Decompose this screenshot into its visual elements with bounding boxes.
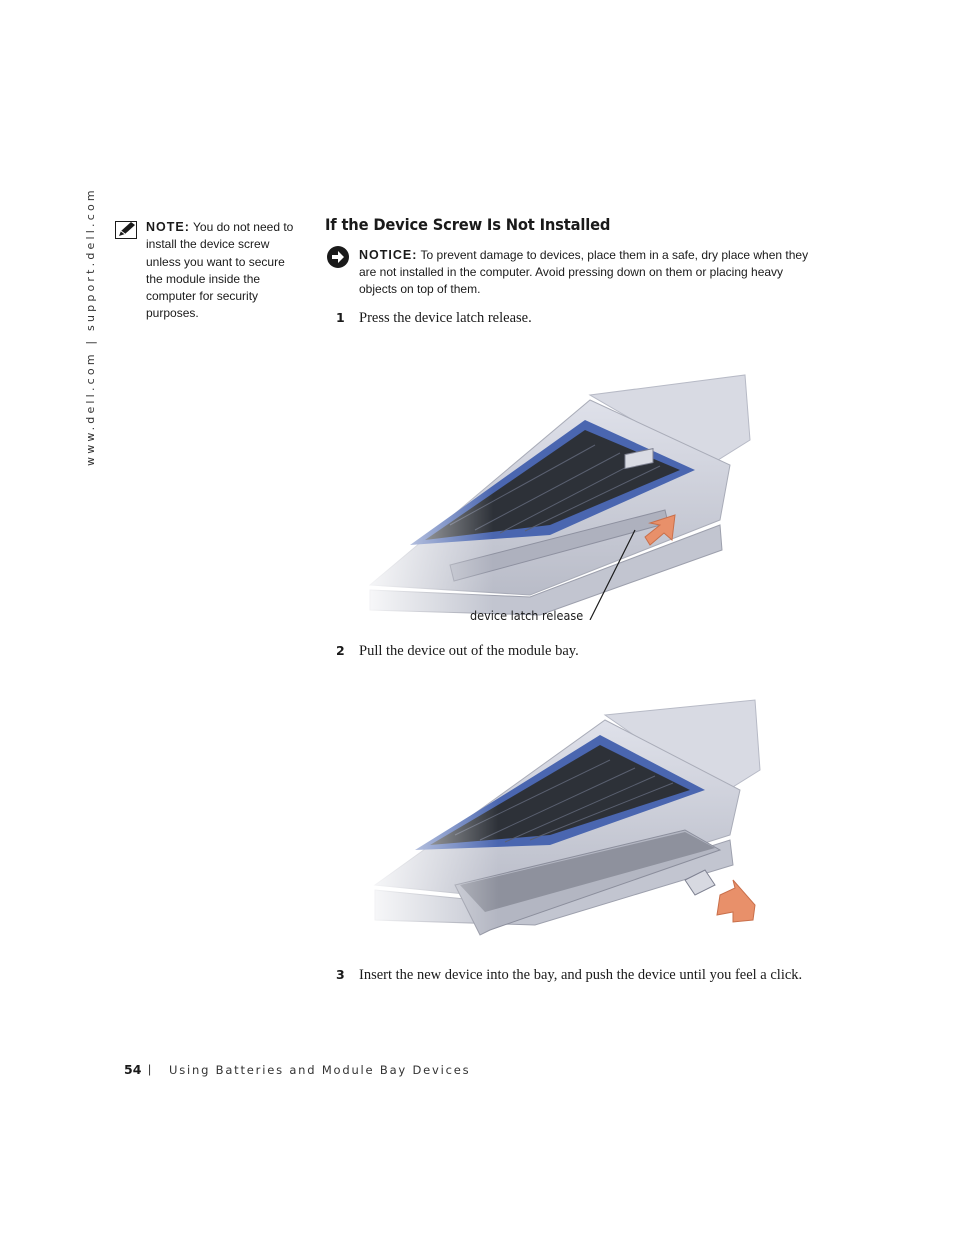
notice-body: To prevent damage to devices, place them… [359, 248, 809, 296]
step-text: Pull the device out of the module bay. [359, 643, 579, 659]
note-text-block: NOTE: You do not need to install the dev… [146, 219, 304, 323]
step-text: Press the device latch release. [359, 310, 532, 326]
page-number: 54 [124, 1062, 142, 1077]
footer-separator: | [148, 1062, 152, 1076]
step-text: Insert the new device into the bay, and … [359, 967, 803, 983]
step-number: 3 [336, 967, 345, 982]
notice-arrow-icon [327, 246, 349, 268]
section-title: If the Device Screw Is Not Installed [325, 215, 611, 234]
step-number: 2 [336, 643, 345, 658]
sidebar-url: www.dell.com | support.dell.com [84, 187, 97, 466]
notice-label: NOTICE: [359, 248, 418, 262]
step-number: 1 [336, 310, 345, 325]
laptop-latch-illustration [350, 345, 760, 620]
figure-callout: device latch release [470, 609, 584, 623]
note-label: NOTE: [146, 220, 190, 234]
footer-title: Using Batteries and Module Bay Devices [169, 1063, 471, 1077]
notice-text-block: NOTICE: To prevent damage to devices, pl… [359, 247, 817, 298]
pencil-note-icon [115, 221, 137, 239]
laptop-device-removal-illustration [355, 690, 765, 945]
note-body: You do not need to install the device sc… [146, 220, 294, 321]
